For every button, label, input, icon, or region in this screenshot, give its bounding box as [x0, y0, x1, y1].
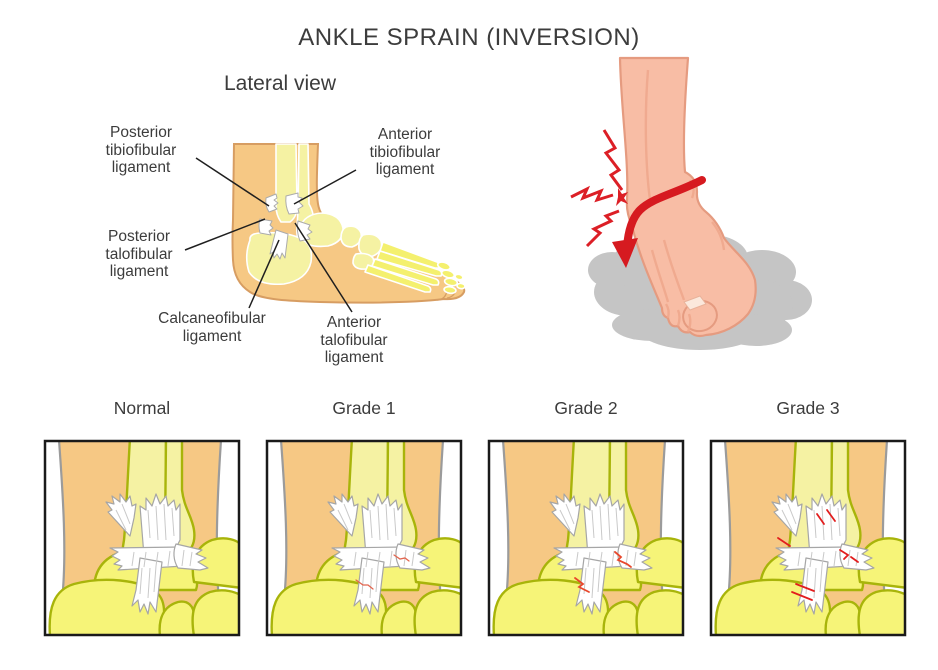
- inversion-arrow: [612, 176, 706, 268]
- panel-grade-3: [709, 439, 907, 637]
- label-leader-lines: [184, 157, 357, 313]
- navicular: [340, 225, 363, 248]
- panel-border: [43, 439, 241, 637]
- lateral-bones: [245, 143, 466, 295]
- panel-label-grade-3: Grade 3: [776, 398, 840, 418]
- label-posterior-talofibular-ligament: Posterior talofibular ligament: [105, 228, 173, 281]
- panel-grade-1: [265, 439, 463, 637]
- pain-flash: [570, 129, 628, 248]
- label-anterior-talofibular-ligament: Anterior talofibular ligament: [320, 314, 388, 367]
- cuneiform: [358, 233, 383, 258]
- metatarsals: [364, 241, 443, 293]
- lateral-view-heading: Lateral view: [223, 72, 337, 95]
- label-calcaneofibular-ligament: Calcaneofibular ligament: [158, 310, 266, 345]
- page-title: ANKLE SPRAIN (INVERSION): [298, 24, 640, 51]
- panel-border: [487, 439, 685, 637]
- lateral-view-illustration: [184, 143, 466, 313]
- panel-normal: [43, 439, 241, 637]
- toenail: [683, 295, 707, 311]
- panel-label-grade-2: Grade 2: [554, 398, 618, 418]
- anterior-talofibular-ligament: [296, 220, 313, 242]
- label-anterior-tibiofibular-ligament: Anterior tibiofibular ligament: [369, 126, 441, 179]
- toe-phalanges: [436, 261, 466, 295]
- panel-border: [709, 439, 907, 637]
- panel-label-grade-1: Grade 1: [332, 398, 396, 418]
- panel-grade-2: [487, 439, 685, 637]
- impact-burst: [616, 188, 628, 206]
- label-posterior-tibiofibular-ligament: Posterior tibiofibular ligament: [105, 124, 177, 177]
- posterior-tibiofibular-ligament: [265, 193, 279, 213]
- inversion-foot-illustration: [570, 56, 812, 350]
- panel-border: [265, 439, 463, 637]
- skin-shading: [644, 69, 726, 333]
- panel-label-normal: Normal: [113, 398, 171, 418]
- talus: [299, 212, 344, 248]
